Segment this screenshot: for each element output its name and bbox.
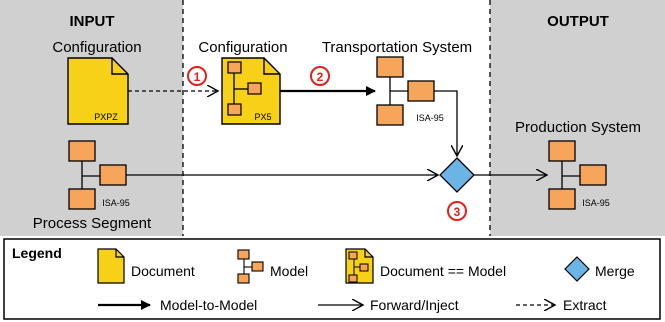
process-model-icon: ISA-95 bbox=[68, 140, 130, 210]
legend-title: Legend bbox=[12, 245, 62, 261]
production-label: Production System bbox=[515, 119, 641, 136]
legend-merge-label: Merge bbox=[595, 263, 635, 279]
step-1-marker: 1 bbox=[187, 66, 207, 86]
transport-to-merge-arrow bbox=[434, 90, 457, 156]
transport-label: Transportation System bbox=[322, 39, 472, 56]
output-panel bbox=[490, 0, 665, 236]
legend-extract-label: Extract bbox=[563, 297, 607, 313]
transport-model-icon: ISA-95 bbox=[376, 56, 444, 126]
legend-forward-label: Forward/Inject bbox=[370, 297, 459, 313]
step-3-marker: 3 bbox=[447, 201, 467, 221]
production-model-icon: ISA-95 bbox=[548, 140, 610, 210]
mid-config-document-model-icon: PX5 bbox=[221, 57, 281, 125]
process-model-label: ISA-95 bbox=[102, 198, 130, 208]
production-model-label: ISA-95 bbox=[582, 198, 610, 208]
step-3-number: 3 bbox=[454, 205, 461, 219]
mid-config-label: Configuration bbox=[198, 39, 287, 56]
step-2-marker: 2 bbox=[310, 66, 330, 86]
legend-document-model-label: Document == Model bbox=[380, 263, 506, 279]
legend-model-icon bbox=[237, 249, 264, 284]
process-label: Process Segment bbox=[33, 215, 152, 232]
input-config-doc-label: PXPZ bbox=[94, 112, 118, 122]
legend-m2m-label: Model-to-Model bbox=[160, 297, 257, 313]
merge-diamond-icon bbox=[439, 157, 475, 193]
input-config-document-icon: PXPZ bbox=[67, 57, 129, 125]
legend-document-model-icon bbox=[345, 248, 374, 284]
output-panel-title: OUTPUT bbox=[547, 13, 609, 30]
legend-model-label: Model bbox=[270, 263, 308, 279]
legend-document-icon bbox=[97, 248, 125, 284]
step-2-number: 2 bbox=[317, 70, 324, 84]
transport-model-label: ISA-95 bbox=[416, 113, 444, 123]
step-1-number: 1 bbox=[194, 70, 201, 84]
input-config-label: Configuration bbox=[52, 39, 141, 56]
legend-merge-diamond-icon bbox=[564, 256, 590, 282]
legend-document-label: Document bbox=[131, 263, 195, 279]
input-panel-title: INPUT bbox=[70, 13, 115, 30]
mid-config-doc-label: PX5 bbox=[254, 112, 271, 122]
